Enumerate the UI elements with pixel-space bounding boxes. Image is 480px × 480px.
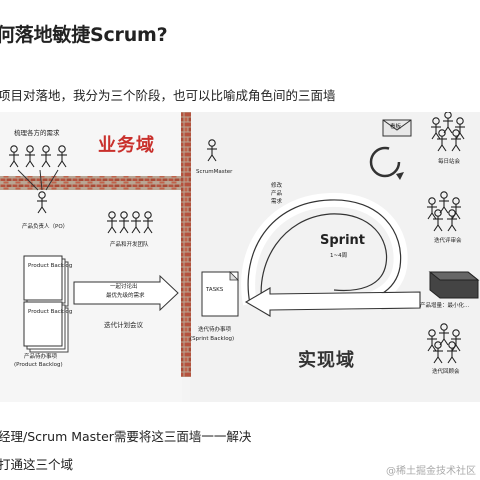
body-line-2: 打通这三个域 [0,457,74,472]
increment-label: 产品增量：最小化... [420,303,470,309]
modify-label-2: 产品 [271,191,283,197]
board-label: 看板 [390,124,402,130]
section-heading: 何落地敏捷Scrum? [0,24,168,46]
sb-caption-en: (Sprint Backlog) [190,336,235,342]
sprint-label: Sprint [320,233,366,248]
planning-label: 迭代计划会议 [104,321,143,329]
product-backlog-stack-2 [23,301,69,353]
sprint-length: 1~4周 [330,253,348,259]
scrum-diagram: 业务域 梳理各方的需求 产品负责人（PO） 产品和开发团队 Product Ba… [0,112,480,402]
implementation-domain-label: 实现域 [298,350,355,371]
sb-caption: 迭代待办事项 [198,327,232,333]
dev-team-label: 产品和开发团队 [110,242,149,248]
watermark: @稀土掘金技术社区 [386,466,476,477]
po-label: 产品负责人（PO） [22,224,69,230]
discuss-label-2: 最优先级的需求 [106,293,145,299]
product-backlog-stack-1 [23,255,69,307]
intro-paragraph: 项目对落地，我分为三个阶段，也可以比喻成角色间的三面墙 [0,88,336,103]
body-line-1: 经理/Scrum Master需要将这三面墙一一解决 [0,429,252,444]
diagram-graphics [0,112,480,402]
business-domain-label: 业务域 [98,135,155,156]
sprint-review-label: 迭代评审会 [434,238,462,244]
modify-label-3: 需求 [271,199,283,205]
requirements-label: 梳理各方的需求 [14,129,60,137]
modify-label-1: 修改 [271,183,283,189]
retro-label: 迭代回顾会 [432,369,460,375]
pb-card1-label: Product Backlog [28,263,73,269]
pb-card2-label: Product Backlog [28,309,73,315]
tasks-label: TASKS [206,287,224,293]
pb-caption: 产品待办事项 [24,354,58,360]
discuss-label-1: 一起讨论出 [110,284,138,290]
daily-standup-label: 每日站会 [438,159,461,165]
scrum-master-label: ScrumMaster [196,169,233,175]
pb-caption-en: (Product Backlog) [14,362,63,368]
